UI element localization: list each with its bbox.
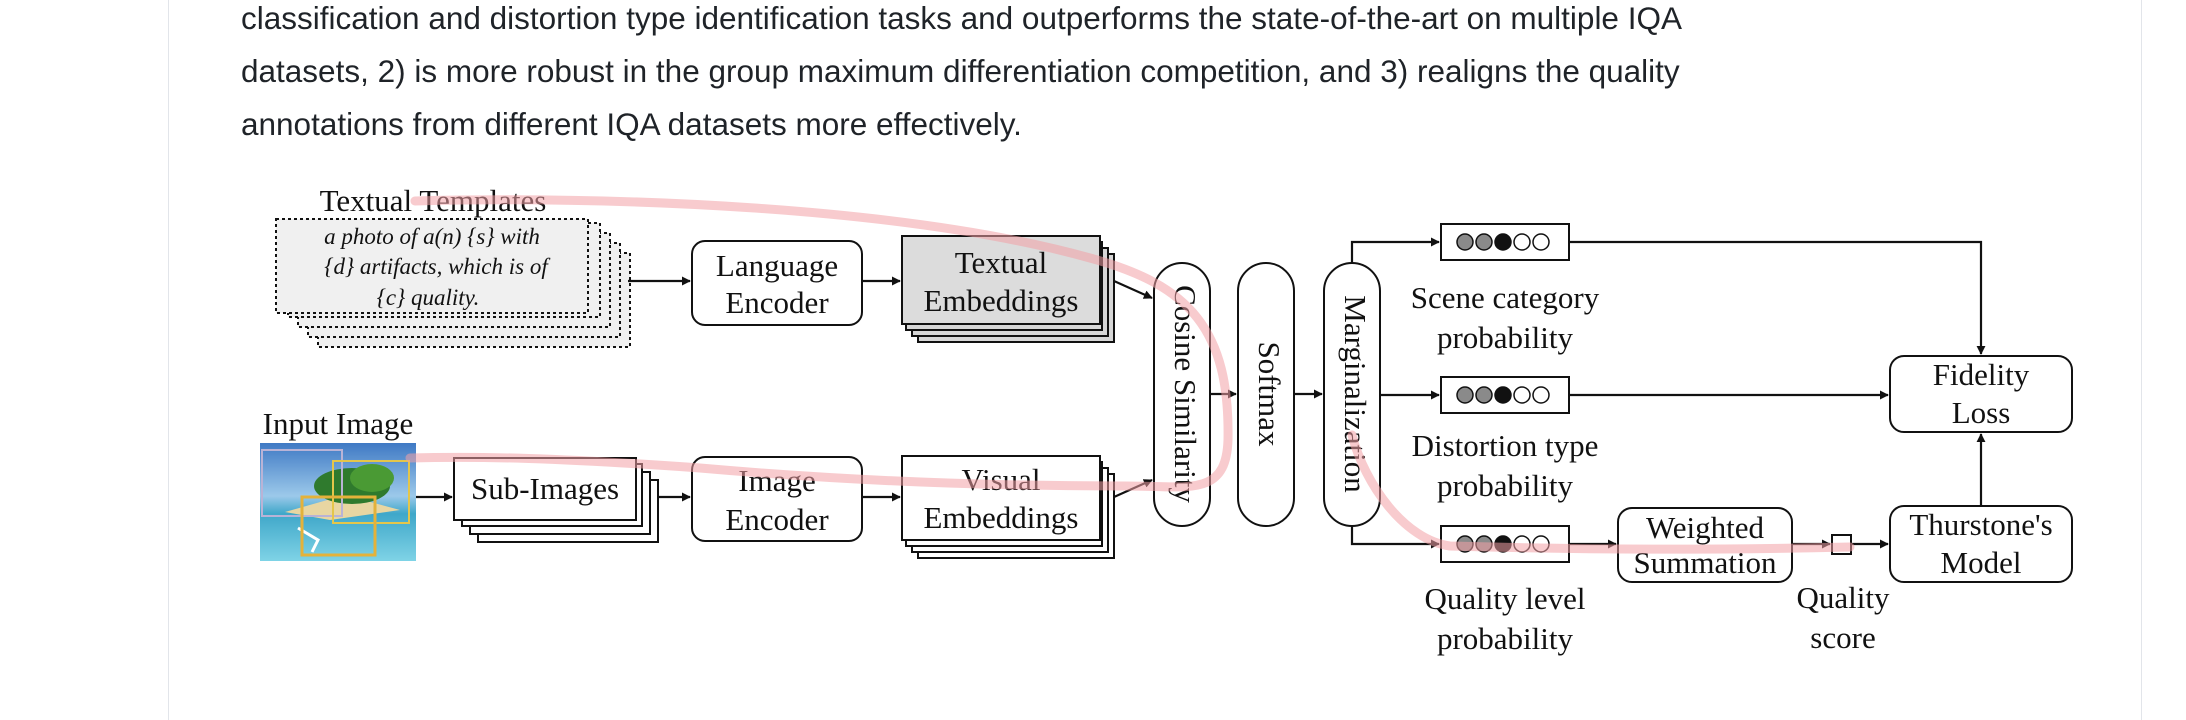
marginalization: Marginalization [1323, 262, 1381, 527]
svg-text:Fidelity: Fidelity [1933, 357, 2030, 392]
template-line: {d} artifacts, which is of [324, 254, 551, 279]
paragraph-line: annotations from different IQA datasets … [241, 106, 1022, 142]
input-image [260, 443, 416, 561]
quality-score-label: score [1810, 620, 1875, 655]
svg-text:Encoder: Encoder [725, 285, 829, 320]
svg-text:Thurstone's: Thurstone's [1909, 507, 2052, 542]
quality-prob-label: Quality level [1425, 581, 1586, 616]
template-card [275, 218, 589, 314]
svg-text:Marginalization: Marginalization [1338, 295, 1373, 493]
template-line: a photo of a(n) {s} with [324, 224, 540, 249]
scene-prob-label: Scene category [1411, 280, 1600, 315]
svg-text:Loss: Loss [1952, 395, 2011, 430]
sub-images-label: Sub-Images [471, 471, 619, 506]
svg-text:Weighted: Weighted [1646, 510, 1765, 545]
softmax: Softmax [1237, 262, 1295, 527]
svg-text:Embeddings: Embeddings [924, 500, 1079, 535]
fidelity-loss: Fidelity Loss [1889, 355, 2073, 433]
sub-images: Sub-Images [453, 457, 659, 543]
input-image-title: Input Image [263, 406, 414, 441]
model-architecture-diagram: Textual Templates a photo of a(n) {s} wi… [260, 183, 2073, 656]
quality-score-label: Quality [1797, 580, 1890, 615]
distortion-prob-label: probability [1437, 468, 1574, 503]
svg-text:Encoder: Encoder [725, 502, 829, 537]
abstract-paragraph: classification and distortion type ident… [241, 0, 2001, 151]
svg-text:Softmax: Softmax [1252, 341, 1287, 447]
svg-text:Language: Language [716, 248, 838, 283]
scene-category-vector [1440, 223, 1570, 261]
highlight-stroke [405, 195, 1855, 554]
cosine-similarity: Cosine Similarity [1153, 262, 1211, 527]
input-image-group: Input Image [260, 406, 416, 561]
svg-text:Model: Model [1941, 545, 2022, 580]
distortion-type-vector [1440, 376, 1570, 414]
textual-templates: Textual Templates a photo of a(n) {s} wi… [275, 183, 631, 348]
visual-embeddings: Visual Embeddings [901, 455, 1115, 559]
thurstones-model: Thurstone's Model [1889, 505, 2073, 583]
template-line: {c} quality. [377, 285, 480, 310]
scene-prob-label: probability [1437, 320, 1574, 355]
distortion-prob-label: Distortion type [1412, 428, 1599, 463]
paragraph-line: classification and distortion type ident… [241, 0, 1682, 36]
svg-text:Textual: Textual [955, 245, 1048, 280]
quality-prob-label: probability [1437, 621, 1574, 656]
paragraph-line: datasets, 2) is more robust in the group… [241, 53, 1680, 89]
connector-arrows [416, 237, 1986, 549]
svg-text:Embeddings: Embeddings [924, 283, 1079, 318]
language-encoder: Language Encoder [691, 240, 863, 326]
